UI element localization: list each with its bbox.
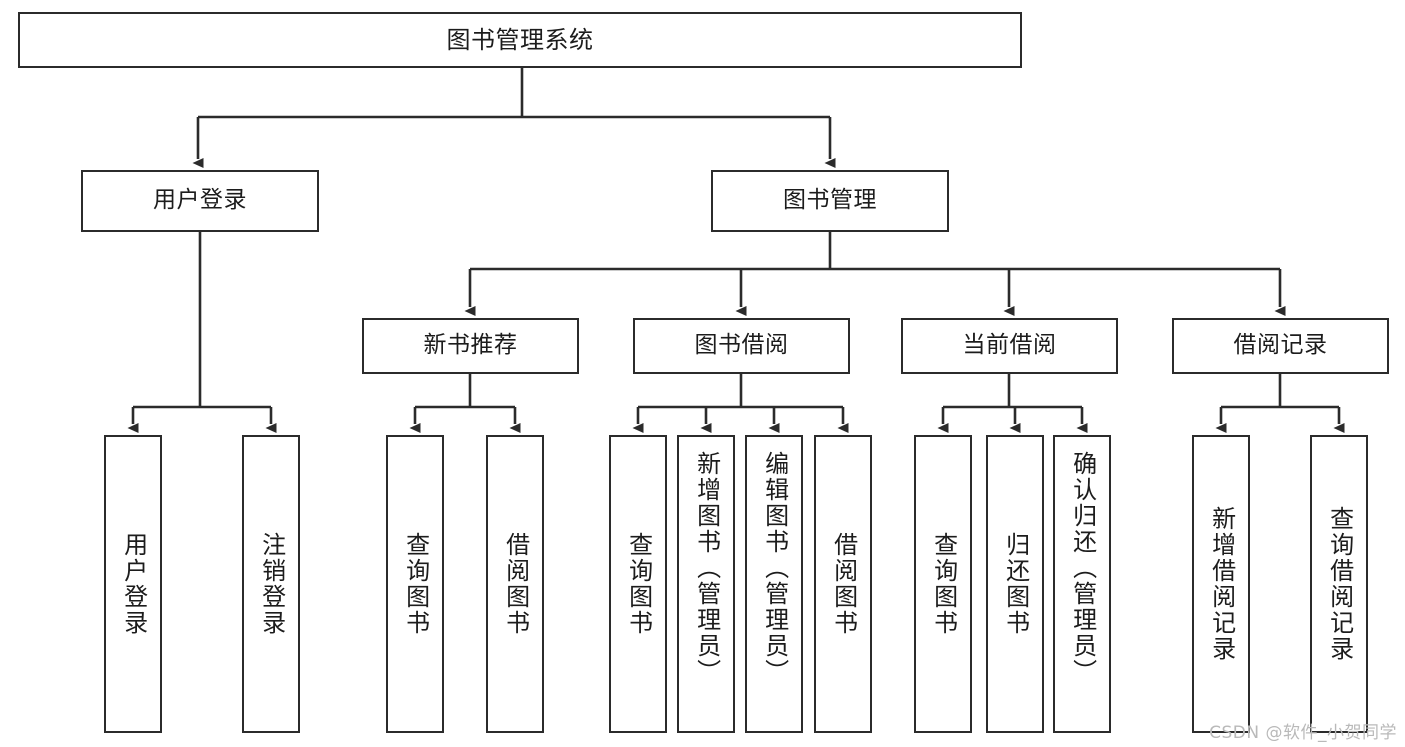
node-label: 借阅图书 <box>501 532 530 636</box>
node-leaf-edit-book-admin[interactable]: 编辑图书（管理员） <box>745 435 803 733</box>
node-leaf-add-borrow-record[interactable]: 新增借阅记录 <box>1192 435 1250 733</box>
node-book-borrow[interactable]: 图书借阅 <box>633 318 850 374</box>
node-label: 用户登录 <box>119 532 148 636</box>
node-label: 确认归还（管理员） <box>1068 451 1097 685</box>
node-book-management[interactable]: 图书管理 <box>711 170 949 232</box>
node-label: 借阅图书 <box>829 532 858 636</box>
node-label: 查询借阅记录 <box>1325 506 1354 662</box>
node-leaf-user-login[interactable]: 用户登录 <box>104 435 162 733</box>
node-leaf-query-book-current[interactable]: 查询图书 <box>914 435 972 733</box>
node-label: 归还图书 <box>1001 532 1030 636</box>
node-label: 查询图书 <box>401 532 430 636</box>
node-label: 用户登录 <box>153 187 247 214</box>
node-label: 新增图书（管理员） <box>692 451 721 685</box>
node-new-book-recommend[interactable]: 新书推荐 <box>362 318 579 374</box>
node-label: 新书推荐 <box>423 332 518 359</box>
node-leaf-borrow-book-rec[interactable]: 借阅图书 <box>486 435 544 733</box>
node-leaf-query-book-borrow[interactable]: 查询图书 <box>609 435 667 733</box>
node-label: 图书管理 <box>783 187 877 214</box>
node-label: 图书借阅 <box>694 332 789 359</box>
node-leaf-borrow-book[interactable]: 借阅图书 <box>814 435 872 733</box>
node-label: 查询图书 <box>929 532 958 636</box>
node-label: 图书管理系统 <box>446 25 594 54</box>
node-label: 查询图书 <box>624 532 653 636</box>
node-label: 借阅记录 <box>1233 332 1328 359</box>
node-root[interactable]: 图书管理系统 <box>18 12 1022 68</box>
node-label: 当前借阅 <box>962 332 1057 359</box>
watermark-text: CSDN @软件_小贺同学 <box>1209 723 1397 743</box>
node-leaf-return-book[interactable]: 归还图书 <box>986 435 1044 733</box>
node-current-borrow[interactable]: 当前借阅 <box>901 318 1118 374</box>
node-label: 注销登录 <box>257 532 286 636</box>
node-leaf-add-book-admin[interactable]: 新增图书（管理员） <box>677 435 735 733</box>
node-user-login[interactable]: 用户登录 <box>81 170 319 232</box>
node-leaf-query-book-rec[interactable]: 查询图书 <box>386 435 444 733</box>
node-leaf-logout[interactable]: 注销登录 <box>242 435 300 733</box>
node-label: 新增借阅记录 <box>1207 506 1236 662</box>
node-leaf-query-borrow-record[interactable]: 查询借阅记录 <box>1310 435 1368 733</box>
node-borrow-record[interactable]: 借阅记录 <box>1172 318 1389 374</box>
node-leaf-confirm-return-admin[interactable]: 确认归还（管理员） <box>1053 435 1111 733</box>
node-label: 编辑图书（管理员） <box>760 451 789 685</box>
